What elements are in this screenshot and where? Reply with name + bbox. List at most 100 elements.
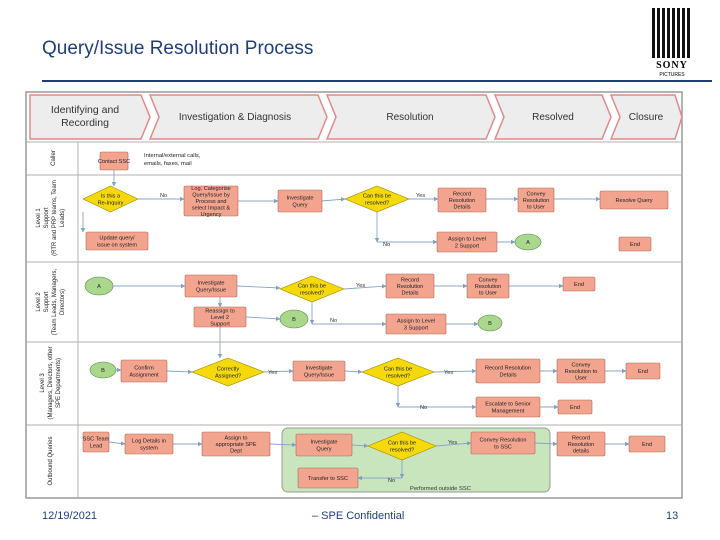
edge-label-no: No [388,478,395,484]
can-resolve-3-text: Can this be [384,367,412,373]
assign-spe-text: Dept [230,449,242,455]
process-box [385,273,435,299]
resolve-query-text: Resolve Query [616,198,653,204]
lane-title-level1-d: Leads) [60,209,66,227]
assign-l3-text: 3 Support [404,325,429,331]
phase-label-identifying: Identifying and [51,104,119,116]
connector-b-text: B [488,321,492,327]
record-details-2-text: Details [401,291,418,297]
flow-arrow [344,369,363,375]
investigate-query-4-text: Investigate [310,440,337,446]
logo-subtext: PICTURES [659,72,685,78]
decision-diamond [361,357,435,387]
process-box [517,187,555,213]
assign-spe-text: Assign to [224,435,247,441]
log-categorise-text: select Impact & [192,206,231,212]
flow-arrow [321,197,346,202]
can-resolve-4-text: resolved? [390,447,414,453]
edge-label-no: No [330,318,337,324]
connector-a-text: A [526,240,530,246]
record-details-3-text: Record Resolution [485,366,531,372]
escalate-senior-text: Management [492,408,525,414]
caller-channels-line2: emails, faxes, mail [144,161,192,167]
record-details-2-text: Record [401,277,419,283]
process-box [628,435,666,453]
record-details-1-text: Record [453,191,471,197]
can-resolve-2-text: Can this be [298,284,326,290]
decision-diamond [344,185,410,213]
phase-label-resolved: Resolved [532,112,574,123]
process-box [556,431,606,457]
edge-label-yes: Yes [416,193,425,199]
connector-a-node: A [514,233,542,251]
convey-user-1-text: to User [527,205,545,211]
investigate-query-1-text: Investigate [286,196,313,202]
caller-channels-line1: Internal/external calls, [144,153,201,159]
flow-arrow [435,441,472,447]
connector-b-node: B [279,309,309,329]
flow-arrow [433,368,477,374]
update-query-text: issue on system [97,242,137,248]
assign-spe-text: appropriate SPE [215,442,256,448]
connector-b-text: B [292,317,296,323]
process-box [475,358,541,384]
phase-label-investigation: Investigation & Diagnosis [179,112,291,123]
end-node: End [557,399,593,415]
end-node: End [562,276,596,292]
log-categorise-text: Urgency [201,212,222,218]
is-requery-node: Is this aRe-Inquiry [82,185,139,213]
lane-title-outbound: Outbound Queries [48,436,54,485]
sony-pictures-logo: SONY PICTURES [648,8,696,78]
reassign-l2-text: Support [210,322,230,328]
lane-title-level3-c: SPE Departments) [56,358,62,408]
process-box [85,231,149,251]
record-details-2-text: Resolution [397,284,423,290]
lane-title-level2-a: Level 2 [36,292,42,312]
connector-b-node: B [89,361,117,379]
process-box [618,236,652,252]
investigate-l3-text: Investigate [305,366,332,372]
process-box [470,431,536,455]
lane-title-level2-d: Directors) [60,289,66,315]
assign-l2-text: Assign to Level [448,237,486,243]
flow-arrow [351,443,369,448]
performed-outside-label: Performed outside SSC [410,486,471,492]
process-box [385,313,447,335]
logo-text: SONY [656,60,688,71]
confirm-assignment-text: Assignment [129,372,159,378]
can-resolve-1-text: Can this be [363,194,391,200]
connector-oval [89,361,117,379]
log-categorise-text: Process and [195,199,226,205]
end-node: End [625,362,661,380]
edge-label-no: No [383,242,390,248]
phase-header: Identifying and Recording Investigation … [29,94,683,140]
connector-b-node: B [477,314,503,332]
convey-user-2-text: Resolution [475,284,501,290]
transfer-ssc-node: Transfer to SSC [297,467,359,489]
process-box [557,399,593,415]
convey-user-2-text: Convey [479,277,498,283]
process-box [599,190,669,210]
convey-user-3-text: Convey [572,362,591,368]
process-box [297,467,359,489]
end-text: End [638,369,648,375]
escalate-senior-text: Escalate to Senior [485,402,531,408]
phase-chevron [493,94,612,140]
update-query-text: Update query/ [99,236,135,242]
can-resolve-4-text: Can this be [388,441,416,447]
process-box [277,189,323,213]
log-categorise-text: Query/Issue by [192,192,230,198]
end-text: End [570,405,580,411]
connector-oval [279,309,309,329]
log-details-text: Log Details in [132,439,166,445]
